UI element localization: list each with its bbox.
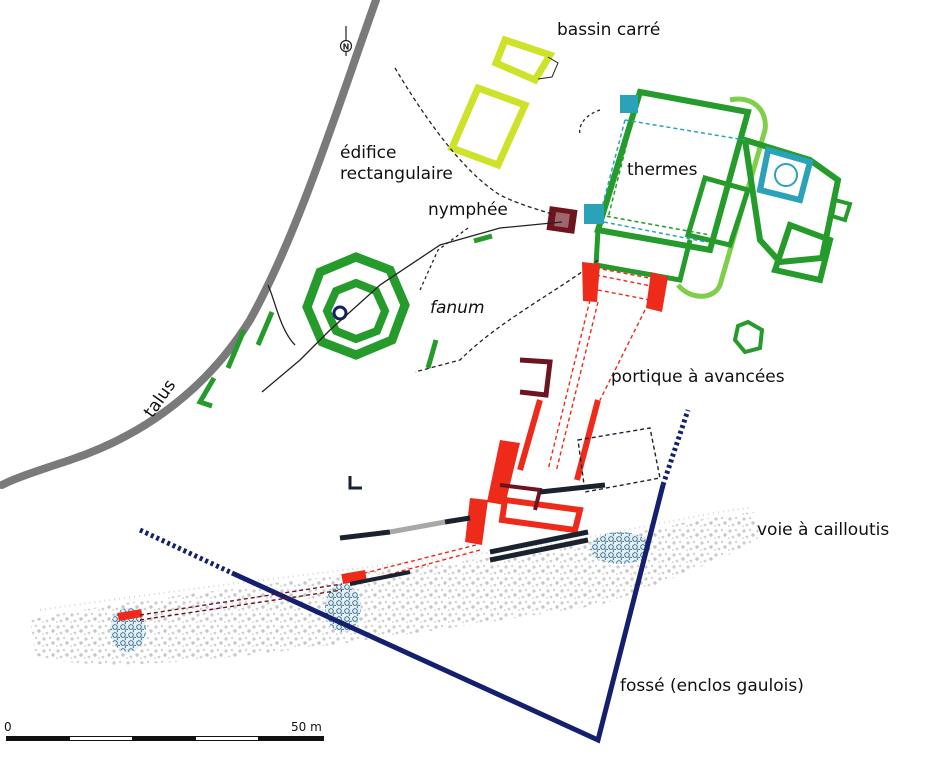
label-edifice: édifice xyxy=(340,143,397,163)
north-arrow-icon: N xyxy=(339,26,353,56)
label-nymphee: nymphée xyxy=(428,200,508,220)
portique-side-rooms xyxy=(499,357,553,511)
voie-gravel-road xyxy=(30,507,760,665)
portique-a-avancees xyxy=(117,262,668,622)
fosse-enclosure-ditch xyxy=(138,409,691,744)
label-voie: voie à cailloutis xyxy=(757,520,890,540)
green-wall-fragments xyxy=(196,233,493,409)
scale-start-label: 0 xyxy=(4,720,12,734)
scale-end-label: 50 m xyxy=(291,720,322,734)
svg-text:N: N xyxy=(343,43,350,52)
scale-bar xyxy=(6,736,324,741)
thermes-complex xyxy=(584,88,853,355)
nymphee xyxy=(546,206,578,234)
dashed-traces xyxy=(261,67,601,393)
dark-linear-walls xyxy=(339,476,589,586)
talus-slope-line xyxy=(0,0,380,489)
label-thermes: thermes xyxy=(627,160,698,180)
fanum-temple xyxy=(302,252,410,360)
label-fanum: fanum xyxy=(430,298,485,318)
dashed-rectangular-building xyxy=(539,427,661,495)
label-bassin-carre: bassin carré xyxy=(557,20,661,40)
bassin-carre xyxy=(447,35,559,170)
label-rectangulaire: rectangulaire xyxy=(340,164,453,184)
label-portique: portique à avancées xyxy=(611,367,785,387)
label-fosse: fossé (enclos gaulois) xyxy=(620,676,804,696)
